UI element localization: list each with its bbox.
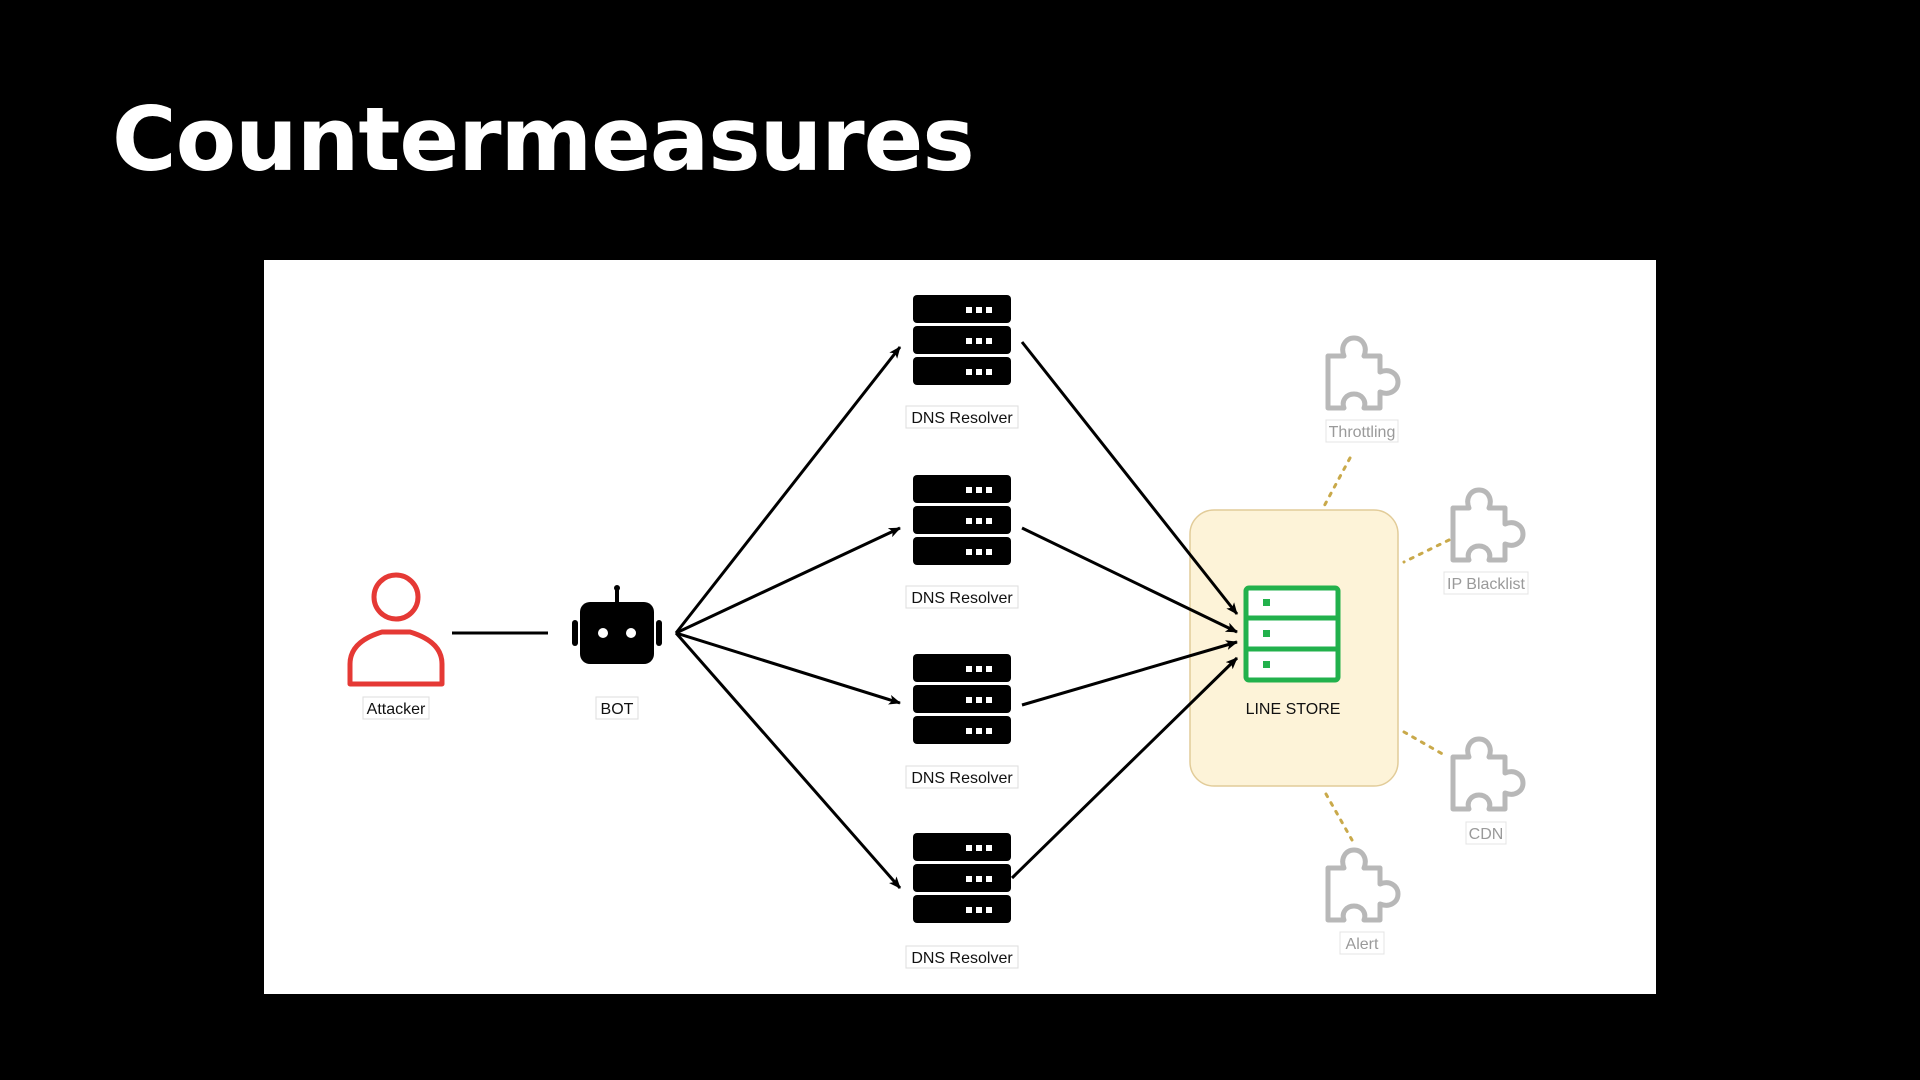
dns-resolver-label: DNS Resolver bbox=[911, 590, 1013, 607]
dns-resolver-label: DNS Resolver bbox=[911, 770, 1013, 787]
attacker-label-box bbox=[362, 696, 430, 720]
countermeasure-alert: Alert bbox=[1328, 850, 1398, 955]
dns-resolver-label-box bbox=[905, 405, 1019, 429]
server-icon bbox=[913, 833, 1011, 923]
countermeasure-label-box bbox=[1465, 821, 1507, 845]
countermeasure-label: IP Blacklist bbox=[1447, 576, 1526, 593]
resolver-to-store-arrows bbox=[1010, 341, 1239, 880]
attacker-label: Attacker bbox=[367, 701, 426, 718]
puzzle-icon bbox=[1453, 490, 1523, 560]
dns-resolver-4: DNS Resolver bbox=[905, 833, 1019, 969]
user-icon bbox=[347, 572, 445, 687]
line-store-node: LINE STORE bbox=[1243, 585, 1341, 718]
dns-resolver-2: DNS Resolver bbox=[905, 475, 1019, 609]
slide-title: Countermeasures bbox=[112, 88, 975, 191]
countermeasure-cdn: CDN bbox=[1453, 739, 1523, 845]
bot-to-resolver-arrows bbox=[674, 346, 902, 889]
puzzle-icon bbox=[1328, 850, 1398, 920]
server-icon bbox=[913, 295, 1011, 385]
countermeasure-throttling: Throttling bbox=[1325, 338, 1399, 443]
dns-resolver-label-box bbox=[905, 945, 1019, 969]
puzzle-icon bbox=[1328, 338, 1398, 408]
countermeasure-label-box bbox=[1443, 571, 1529, 595]
countermeasure-ip-blacklist: IP Blacklist bbox=[1443, 490, 1529, 595]
dns-resolver-3: DNS Resolver bbox=[905, 654, 1019, 789]
countermeasure-connectors bbox=[1320, 456, 1451, 842]
bot-node: BOT bbox=[572, 585, 662, 720]
bot-label-box bbox=[595, 696, 639, 720]
countermeasure-label-box bbox=[1339, 931, 1385, 955]
puzzle-icon bbox=[1453, 739, 1523, 809]
dns-resolver-1: DNS Resolver bbox=[905, 295, 1019, 429]
dns-resolver-label: DNS Resolver bbox=[911, 950, 1013, 967]
countermeasure-label-box bbox=[1325, 419, 1399, 443]
robot-icon bbox=[572, 585, 662, 664]
countermeasure-label: Alert bbox=[1346, 936, 1379, 953]
dns-resolver-label: DNS Resolver bbox=[911, 410, 1013, 427]
server-icon bbox=[913, 654, 1011, 744]
bot-label: BOT bbox=[601, 701, 634, 718]
countermeasure-label: Throttling bbox=[1329, 424, 1396, 441]
server-icon bbox=[913, 475, 1011, 565]
dns-resolver-label-box bbox=[905, 585, 1019, 609]
dns-resolver-label-box bbox=[905, 765, 1019, 789]
attacker-node: Attacker bbox=[347, 572, 445, 720]
diagram-panel: Attacker BOT DNS R bbox=[264, 260, 1656, 994]
line-store-label: LINE STORE bbox=[1246, 701, 1341, 718]
server-icon bbox=[1243, 585, 1341, 683]
architecture-diagram: Attacker BOT DNS R bbox=[347, 295, 1529, 969]
countermeasure-label: CDN bbox=[1469, 826, 1504, 843]
